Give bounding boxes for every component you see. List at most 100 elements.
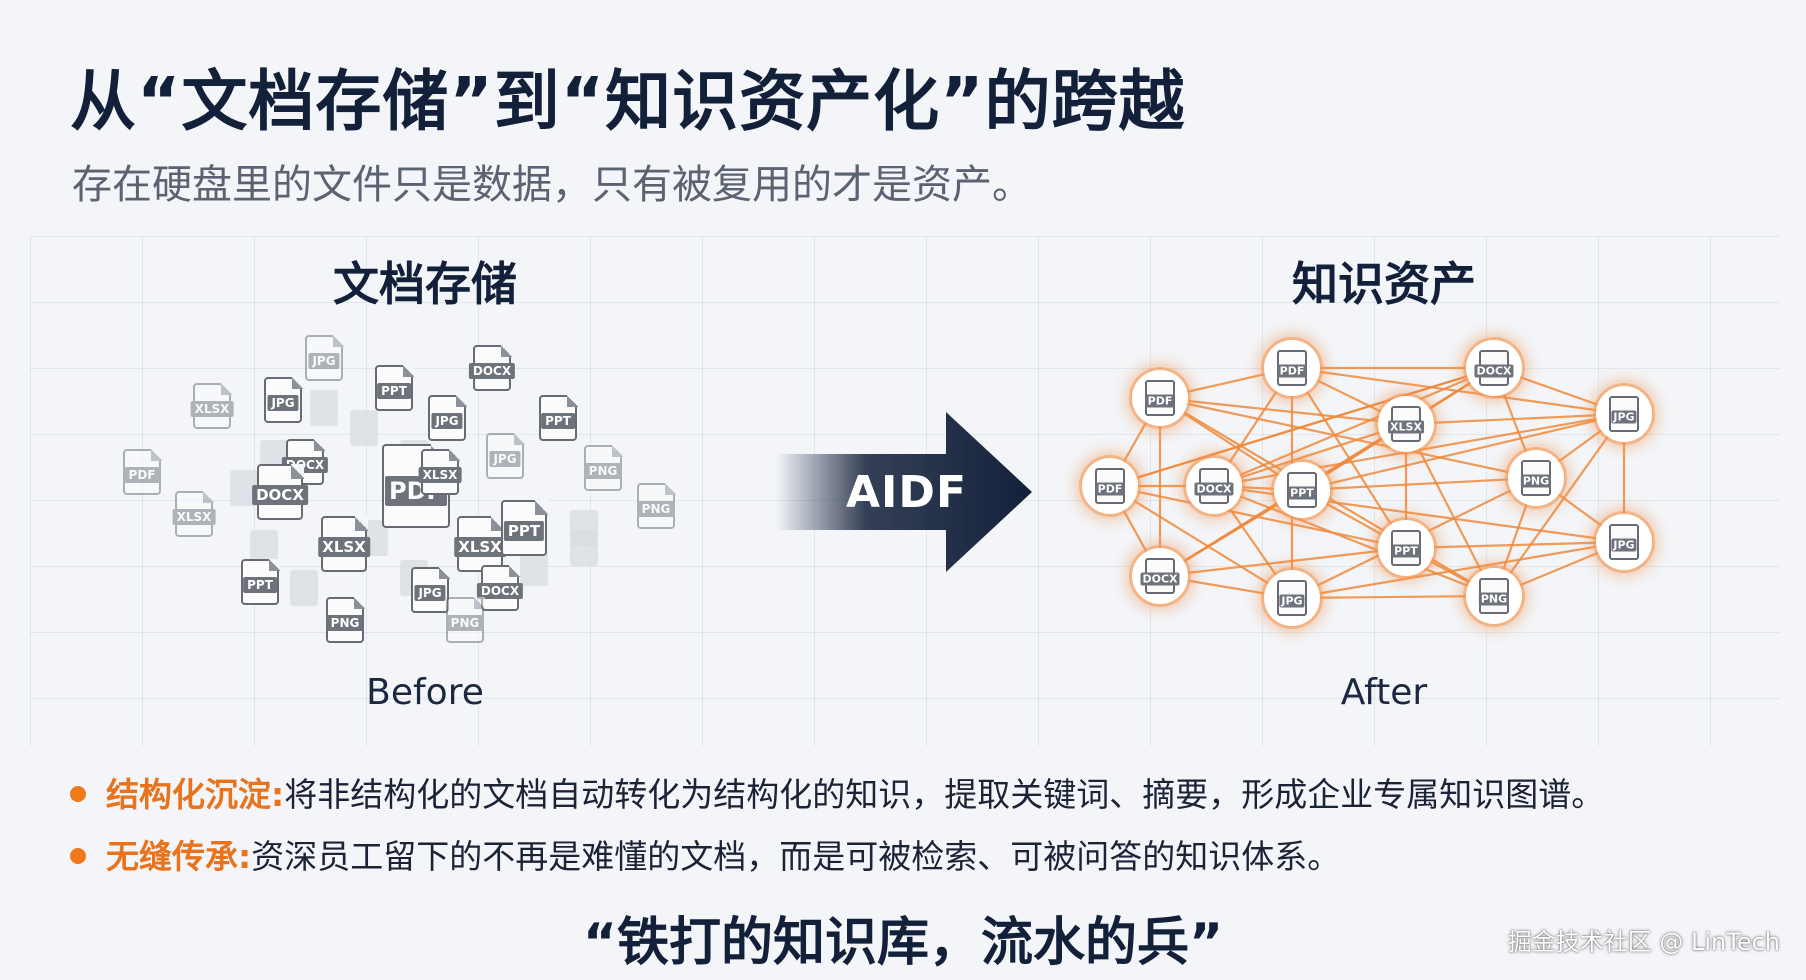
file-type-label: PDF (1145, 394, 1175, 408)
graph-edge (1405, 412, 1625, 426)
file-ppt-icon: PPT (241, 558, 280, 605)
graph-node-docx-icon: DOCX (1466, 340, 1522, 396)
bullet-text: 将非结构化的文档自动转化为结构化的知识，提取关键词、摘要，形成企业专属知识图谱。 (284, 775, 1605, 814)
graph-edge (1159, 546, 1407, 578)
document-shape: JPG (428, 394, 467, 441)
document-shape: PPT (241, 558, 280, 605)
file-type-label: JPG (1611, 410, 1637, 424)
bullet-dot-icon (70, 847, 86, 864)
graph-node-ppt-icon: PPT (1378, 520, 1434, 576)
document-shape: PPT (539, 394, 578, 441)
file-type-label: XLSX (1388, 420, 1424, 434)
file-type-label: DOCX (468, 362, 516, 379)
file-png-icon: PNG (584, 444, 623, 491)
left-panel-heading: 文档存储 (333, 257, 517, 311)
document-shape: XLSX (190, 382, 234, 429)
graph-node-ppt-icon: PPT (1274, 462, 1330, 518)
bullet-dot-icon (70, 785, 86, 802)
file-type-label: JPG (308, 352, 340, 369)
page-subtitle: 存在硬盘里的文件只是数据，只有被复用的才是资产。 (72, 162, 1032, 208)
graph-edge (1109, 366, 1495, 488)
ghost-file-shape (350, 410, 378, 446)
graph-node-docx-icon: DOCX (1132, 548, 1188, 604)
document-shape: PNG (584, 444, 623, 491)
file-type-label: PNG (637, 500, 675, 517)
document-shape: DOCX (252, 463, 308, 520)
file-type-label: JPG (414, 584, 446, 601)
graph-edge (1301, 412, 1625, 492)
graph-edge (1213, 422, 1407, 488)
ghost-file-shape (570, 510, 598, 546)
file-type-label: PNG (1520, 474, 1552, 488)
file-type-label: DOCX (476, 582, 524, 599)
graph-node-jpg-icon: JPG (1264, 570, 1320, 626)
file-docx-icon: DOCX (468, 344, 516, 391)
graph-node-png-icon: PNG (1466, 568, 1522, 624)
motto-quote: “铁打的知识库，流水的兵” (582, 913, 1224, 973)
graph-node-pdf-icon: PDF (1132, 370, 1188, 426)
file-type-label: PPT (541, 412, 575, 429)
file-docx-icon: DOCX (476, 564, 524, 611)
document-shape: JPG (264, 376, 303, 423)
graph-edge (1109, 485, 1293, 599)
document-shape: DOCX (468, 344, 516, 391)
file-type-label: JPG (267, 394, 299, 411)
graph-node-pdf-icon: PDF (1082, 458, 1138, 514)
document-shape: XLSX (454, 515, 506, 572)
file-pdf-icon: PDF (123, 448, 162, 495)
file-type-label: PPT (377, 382, 411, 399)
file-type-label: DOCX (1194, 482, 1234, 496)
ghost-file-shape (520, 550, 548, 586)
file-xlsx-icon: XLSX (172, 490, 216, 537)
file-type-label: PDF (1095, 482, 1125, 496)
file-type-label: PNG (446, 614, 484, 631)
file-type-label: PNG (584, 462, 622, 479)
before-caption: Before (366, 672, 484, 713)
graph-edge (1291, 594, 1495, 600)
graph-node-xlsx-icon: XLSX (1378, 396, 1434, 452)
file-type-label: JPG (1611, 538, 1637, 552)
document-shape: JPG (305, 334, 344, 381)
graph-edge (1159, 396, 1537, 480)
file-png-icon: PNG (446, 596, 485, 643)
document-shape: XLSX (172, 490, 216, 537)
file-type-label: PPT (503, 521, 545, 542)
file-ppt-icon: PPT (375, 364, 414, 411)
file-type-label: XLSX (318, 537, 370, 558)
file-docx-icon: DOCX (252, 463, 308, 520)
document-shape: PPT (375, 364, 414, 411)
ghost-file-shape (290, 570, 318, 606)
file-type-label: JPG (489, 450, 521, 467)
file-jpg-icon: JPG (411, 566, 450, 613)
graph-edge (1405, 540, 1625, 550)
file-png-icon: PNG (326, 596, 365, 643)
graph-node-jpg-icon: JPG (1596, 514, 1652, 570)
graph-node-png-icon: PNG (1508, 450, 1564, 506)
file-type-label: DOCX (1140, 572, 1180, 586)
file-type-label: JPG (431, 412, 463, 429)
file-jpg-icon: JPG (305, 334, 344, 381)
file-xlsx-icon: XLSX (418, 448, 462, 495)
file-type-label: PNG (1478, 592, 1510, 606)
file-type-label: PNG (326, 614, 364, 631)
file-type-label: PPT (243, 576, 277, 593)
document-shape: XLSX (318, 515, 370, 572)
graph-node-docx-icon: DOCX (1186, 458, 1242, 514)
bullet-key: 无缝传承: (106, 837, 252, 876)
bullet-inheritance: 无缝传承:资深员工留下的不再是难懂的文档，而是可被检索、可被问答的知识体系。 (70, 830, 1340, 878)
document-shape: DOCX (476, 564, 524, 611)
file-type-label: XLSX (418, 466, 462, 483)
file-type-label: XLSX (454, 537, 506, 558)
file-xlsx-icon: XLSX (454, 515, 506, 572)
document-shape: JPG (411, 566, 450, 613)
graph-edge (1301, 476, 1537, 492)
file-type-label: PPT (1392, 544, 1420, 558)
graph-node-jpg-icon: JPG (1596, 386, 1652, 442)
document-shape: PNG (326, 596, 365, 643)
document-shape: PPT (501, 499, 548, 556)
after-caption: After (1340, 672, 1428, 713)
page-title: 从“文档存储”到“知识资产化”的跨越 (70, 63, 1186, 140)
file-type-label: XLSX (172, 508, 216, 525)
graph-edge (1159, 396, 1407, 426)
